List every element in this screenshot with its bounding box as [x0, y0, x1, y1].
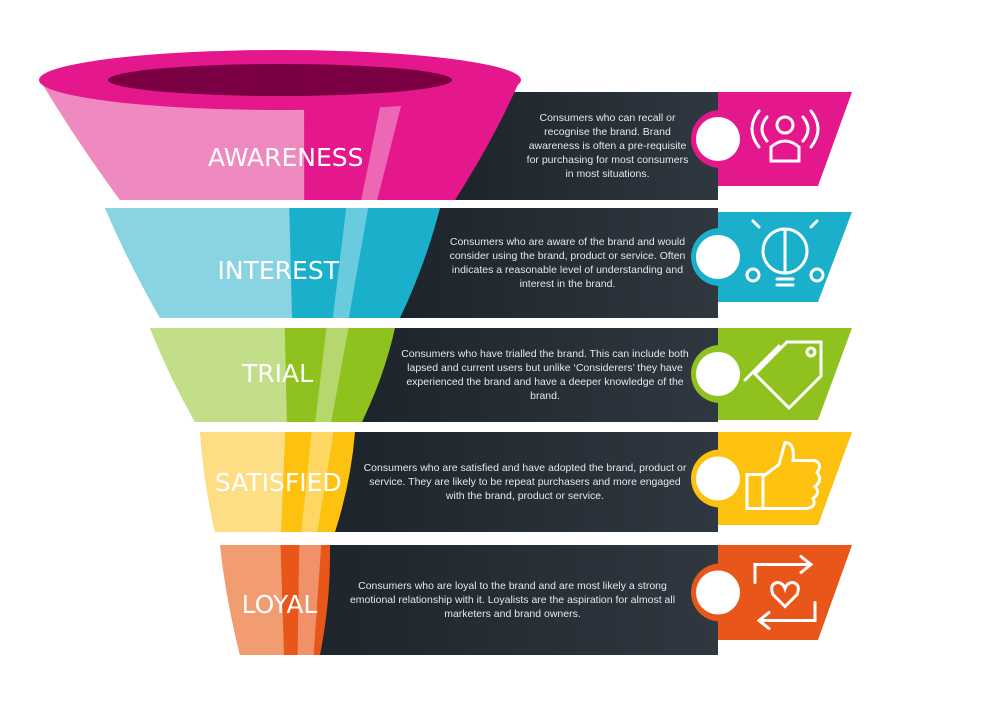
description-panel [310, 545, 718, 655]
stage-label: LOYAL [242, 590, 318, 619]
description-panel [400, 208, 718, 318]
stage-satisfied: SATISFIED [200, 432, 852, 532]
circle-marker [696, 570, 740, 615]
funnel-streak [361, 80, 408, 200]
stage-trial: TRIAL [150, 328, 852, 422]
stage-awareness: AWARENESS [40, 80, 852, 200]
stage-description: Consumers who have trialled the brand. T… [401, 348, 689, 402]
icon-tab [718, 328, 852, 420]
funnel-highlight [200, 432, 286, 532]
stage-loyal: LOYAL [220, 545, 852, 655]
stage-label: INTEREST [218, 256, 340, 285]
stage-interest: INTEREST [105, 208, 852, 318]
stage-description: Consumers who are aware of the brand and… [449, 236, 686, 290]
heart-cycle-icon [753, 555, 817, 630]
stage-label: TRIAL [241, 359, 313, 388]
funnel-streak [332, 208, 369, 318]
stage-description: Consumers who are satisfied and have ado… [363, 462, 687, 502]
icon-tab [718, 432, 852, 525]
funnel-streak [297, 545, 322, 655]
funnel-highlight [150, 328, 287, 422]
circle-marker [696, 235, 740, 279]
funnel-opening [108, 64, 452, 96]
stage-label: AWARENESS [208, 143, 364, 172]
stage-description: Consumers who can recall or recognise th… [526, 112, 689, 180]
icon-tab [718, 92, 852, 186]
funnel-highlight [40, 80, 305, 200]
circle-marker [696, 456, 740, 501]
stage-label: SATISFIED [215, 468, 342, 497]
funnel-highlight [105, 208, 292, 318]
brain-lightbulb-icon [745, 219, 825, 287]
circle-marker [696, 117, 740, 161]
broadcast-person-icon [750, 109, 820, 163]
circle-marker [696, 352, 740, 396]
thumbs-up-icon [745, 440, 822, 510]
description-panel [455, 92, 718, 200]
funnel-highlight [220, 545, 284, 655]
funnel-streak [301, 432, 334, 532]
description-panel [362, 328, 718, 422]
description-panel [335, 432, 718, 532]
funnel-rim [39, 50, 521, 110]
price-tag-icon [743, 340, 823, 411]
funnel-streak [315, 328, 349, 422]
stage-description: Consumers who are loyal to the brand and… [349, 580, 676, 620]
